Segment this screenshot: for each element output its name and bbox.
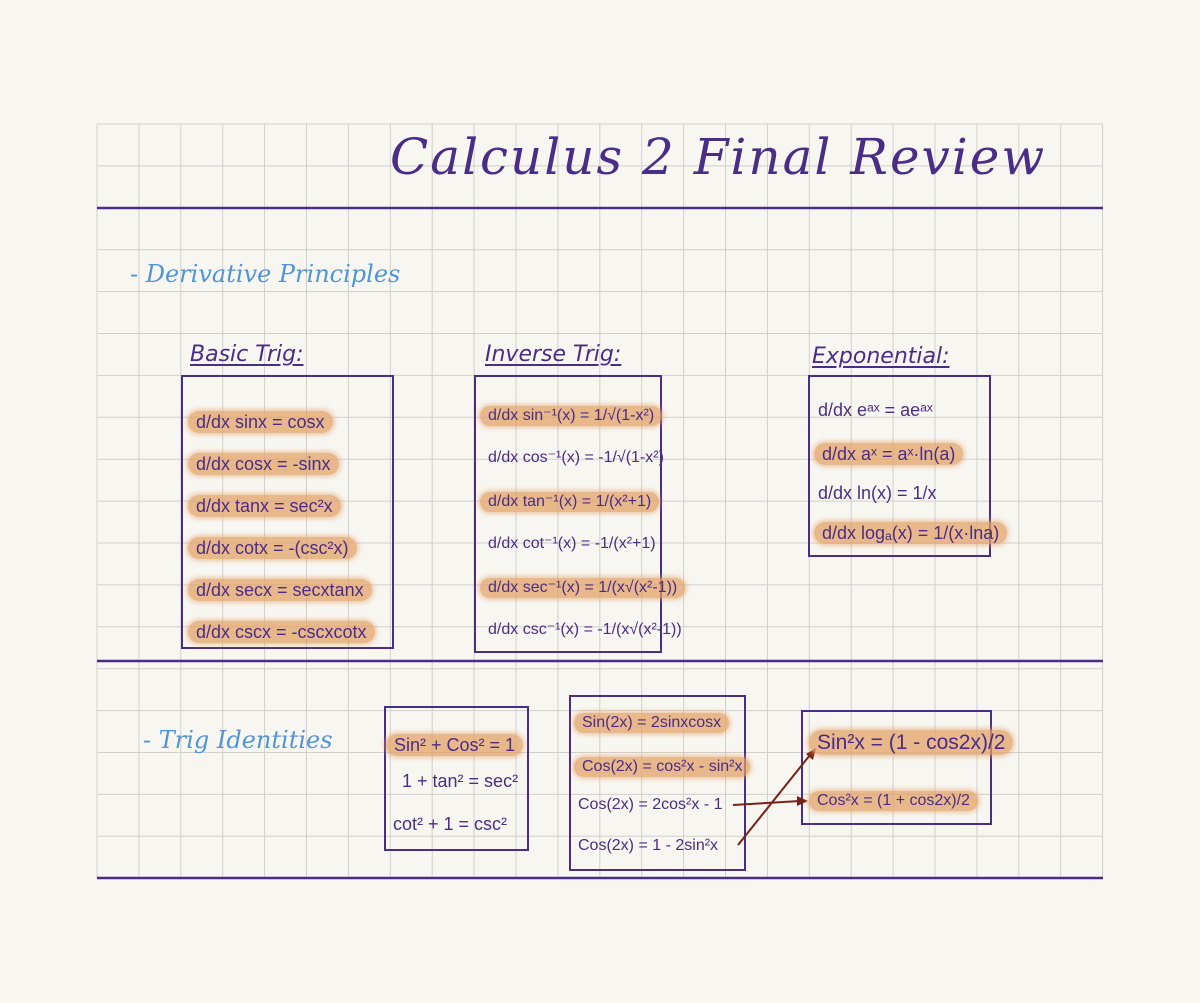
- double-angle-row: Sin(2x) = 2sinxcosx: [574, 713, 730, 733]
- exponential-box: [808, 375, 991, 557]
- arrow-head-cos-squared: [797, 796, 808, 806]
- section-derivative-principles: - Derivative Principles: [130, 260, 401, 288]
- arrow-to-sin-squared: [737, 754, 811, 846]
- pythagorean-box: [384, 706, 529, 851]
- inverse-trig-row: d/dx sec⁻¹(x) = 1/(x√(x²-1)): [480, 578, 686, 598]
- basic-trig-row: d/dx cosx = -sinx: [188, 453, 339, 475]
- power-reduction-row: Cos²x = (1 + cos2x)/2: [809, 791, 978, 811]
- double-angle-box: [569, 695, 746, 871]
- inverse-trig-heading: Inverse Trig:: [485, 342, 622, 367]
- basic-trig-row: d/dx cscx = -cscxcotx: [188, 621, 375, 643]
- exponential-row: d/dx aˣ = aˣ·ln(a): [814, 443, 964, 465]
- pythagorean-row: 1 + tan² = sec²: [402, 771, 519, 791]
- power-reduction-box: [801, 710, 992, 825]
- page-title: Calculus 2 Final Review: [390, 128, 1047, 186]
- basic-trig-row: d/dx sinx = cosx: [188, 411, 333, 433]
- basic-trig-row: d/dx secx = secxtanx: [188, 579, 372, 601]
- inverse-trig-row: d/dx csc⁻¹(x) = -1/(x√(x²-1)): [488, 621, 682, 638]
- basic-trig-row: d/dx tanx = sec²x: [188, 495, 341, 517]
- basic-trig-box: [181, 375, 394, 649]
- exponential-row: d/dx eᵃˣ = aeᵃˣ: [818, 400, 933, 420]
- double-angle-row: Cos(2x) = 1 - 2sin²x: [578, 837, 719, 854]
- inverse-trig-row: d/dx tan⁻¹(x) = 1/(x²+1): [480, 492, 660, 512]
- exponential-heading: Exponential:: [812, 344, 950, 369]
- exponential-row: d/dx logₐ(x) = 1/(x·lna): [814, 522, 1008, 544]
- double-angle-row: Cos(2x) = 2cos²x - 1: [578, 796, 723, 813]
- inverse-trig-box: [474, 375, 662, 653]
- inverse-trig-row: d/dx cot⁻¹(x) = -1/(x²+1): [488, 535, 656, 552]
- double-angle-row: Cos(2x) = cos²x - sin²x: [574, 757, 751, 777]
- pythagorean-row: Sin² + Cos² = 1: [386, 734, 524, 756]
- section-trig-identities: - Trig Identities: [143, 726, 333, 754]
- power-reduction-row: Sin²x = (1 - cos2x)/2: [809, 730, 1014, 755]
- arrow-to-cos-squared: [732, 800, 801, 806]
- basic-trig-heading: Basic Trig:: [190, 342, 304, 367]
- exponential-row: d/dx ln(x) = 1/x: [818, 483, 937, 503]
- inverse-trig-row: d/dx sin⁻¹(x) = 1/√(1-x²): [480, 406, 663, 426]
- inverse-trig-row: d/dx cos⁻¹(x) = -1/√(1-x²): [488, 449, 664, 466]
- basic-trig-row: d/dx cotx = -(csc²x): [188, 537, 357, 559]
- pythagorean-row: cot² + 1 = csc²: [393, 814, 508, 834]
